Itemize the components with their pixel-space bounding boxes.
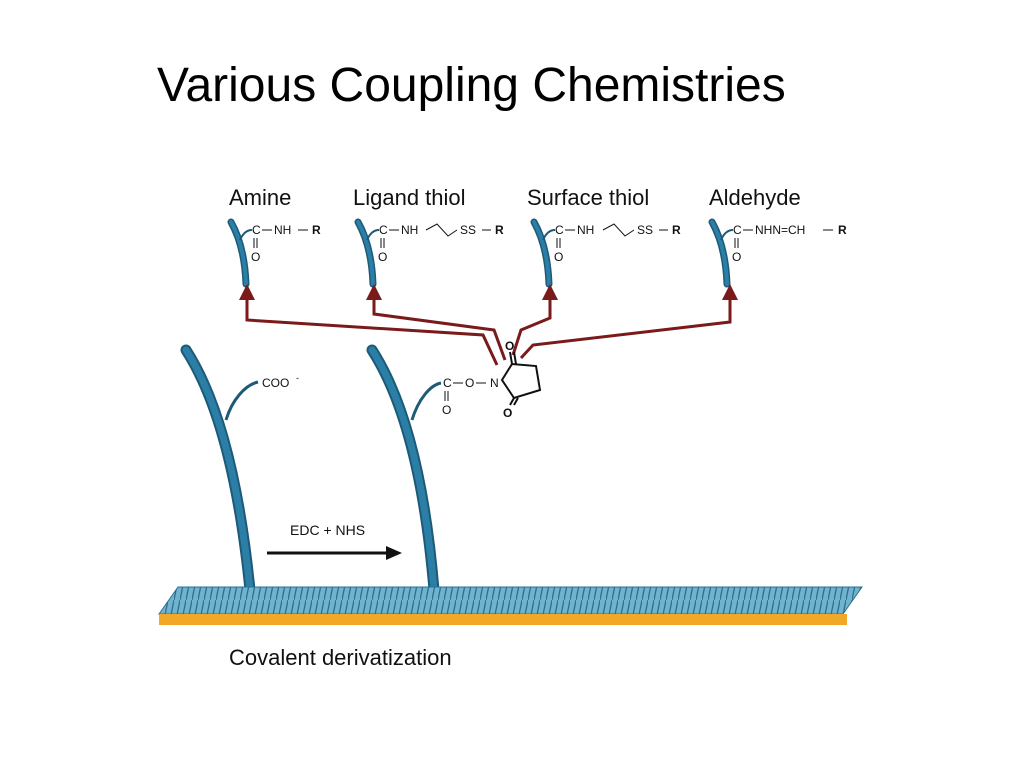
branch-amine [239, 229, 253, 241]
formula-ligand-thiol-c: C [379, 223, 388, 237]
reaction-arrows [245, 298, 732, 366]
formula-aldehyde-r: R [838, 223, 847, 237]
ester-n: N [490, 376, 499, 390]
formula-ligand-thiol-nh: NH [401, 223, 418, 237]
formula-ligand-thiol-ss: SS [460, 223, 476, 237]
formula-aldehyde: C NHN=CH R O [732, 223, 847, 264]
formula-surface-thiol-ss: SS [637, 223, 653, 237]
formula-aldehyde-c: C [733, 223, 742, 237]
product-fiber-ligand-thiol [354, 218, 377, 288]
substrate-surface [158, 586, 863, 625]
formula-amine-c: C [252, 223, 261, 237]
formula-amine-r: R [312, 223, 321, 237]
arrowhead-surface-thiol [542, 284, 558, 300]
product-fiber-surface-thiol [530, 218, 553, 288]
arrowhead-amine [239, 284, 255, 300]
reaction-arrowheads [239, 284, 738, 300]
formula-amine: C NH R O [251, 223, 321, 264]
ester-carbonyl-o: O [442, 403, 451, 417]
arrow-to-amine [245, 298, 499, 366]
formula-surface-thiol-r: R [672, 223, 681, 237]
ester-o: O [465, 376, 474, 390]
carboxyl-charge: - [296, 373, 299, 383]
reagent-arrow [267, 546, 402, 560]
product-fiber-amine [227, 218, 250, 288]
ring-o-top: O [505, 339, 514, 353]
formula-ligand-thiol-o: O [378, 250, 387, 264]
formula-surface-thiol-nh: NH [577, 223, 594, 237]
formula-surface-thiol: C NH SS R O [554, 223, 681, 264]
carboxyl-label: COO [262, 376, 289, 390]
slide-title: Various Coupling Chemistries [157, 59, 786, 112]
product-fiber-aldehyde [708, 218, 731, 288]
branch-aldehyde [720, 229, 734, 241]
substrate-base [159, 614, 847, 625]
diagram-caption: Covalent derivatization [229, 645, 452, 670]
formula-ligand-thiol: C NH SS R O [378, 223, 504, 264]
product-label-surface-thiol: Surface thiol [527, 185, 649, 210]
fiber-right [366, 344, 442, 596]
arrowhead-aldehyde [722, 284, 738, 300]
reagent-label: EDC + NHS [290, 522, 365, 538]
arrow-to-ligand-thiol [372, 298, 507, 361]
product-label-ligand-thiol: Ligand thiol [353, 185, 466, 210]
formula-amine-nh: NH [274, 223, 291, 237]
arrow-to-surface-thiol [511, 298, 552, 356]
branch-ligand-thiol [366, 229, 380, 241]
product-label-aldehyde: Aldehyde [709, 185, 801, 210]
ester-c: C [443, 376, 452, 390]
arrowhead-ligand-thiol [366, 284, 382, 300]
formula-ligand-thiol-r: R [495, 223, 504, 237]
formula-amine-o: O [251, 250, 260, 264]
arrow-to-aldehyde [519, 298, 732, 360]
nhs-ester: C O N O O O [442, 339, 542, 420]
formula-surface-thiol-c: C [555, 223, 564, 237]
formula-aldehyde-o: O [732, 250, 741, 264]
product-label-amine: Amine [229, 185, 291, 210]
fiber-left [180, 344, 259, 596]
formula-aldehyde-nhn-ch: NHN=CH [755, 223, 805, 237]
ring-o-bottom: O [503, 406, 512, 420]
formula-surface-thiol-o: O [554, 250, 563, 264]
branch-surface-thiol [542, 229, 556, 241]
